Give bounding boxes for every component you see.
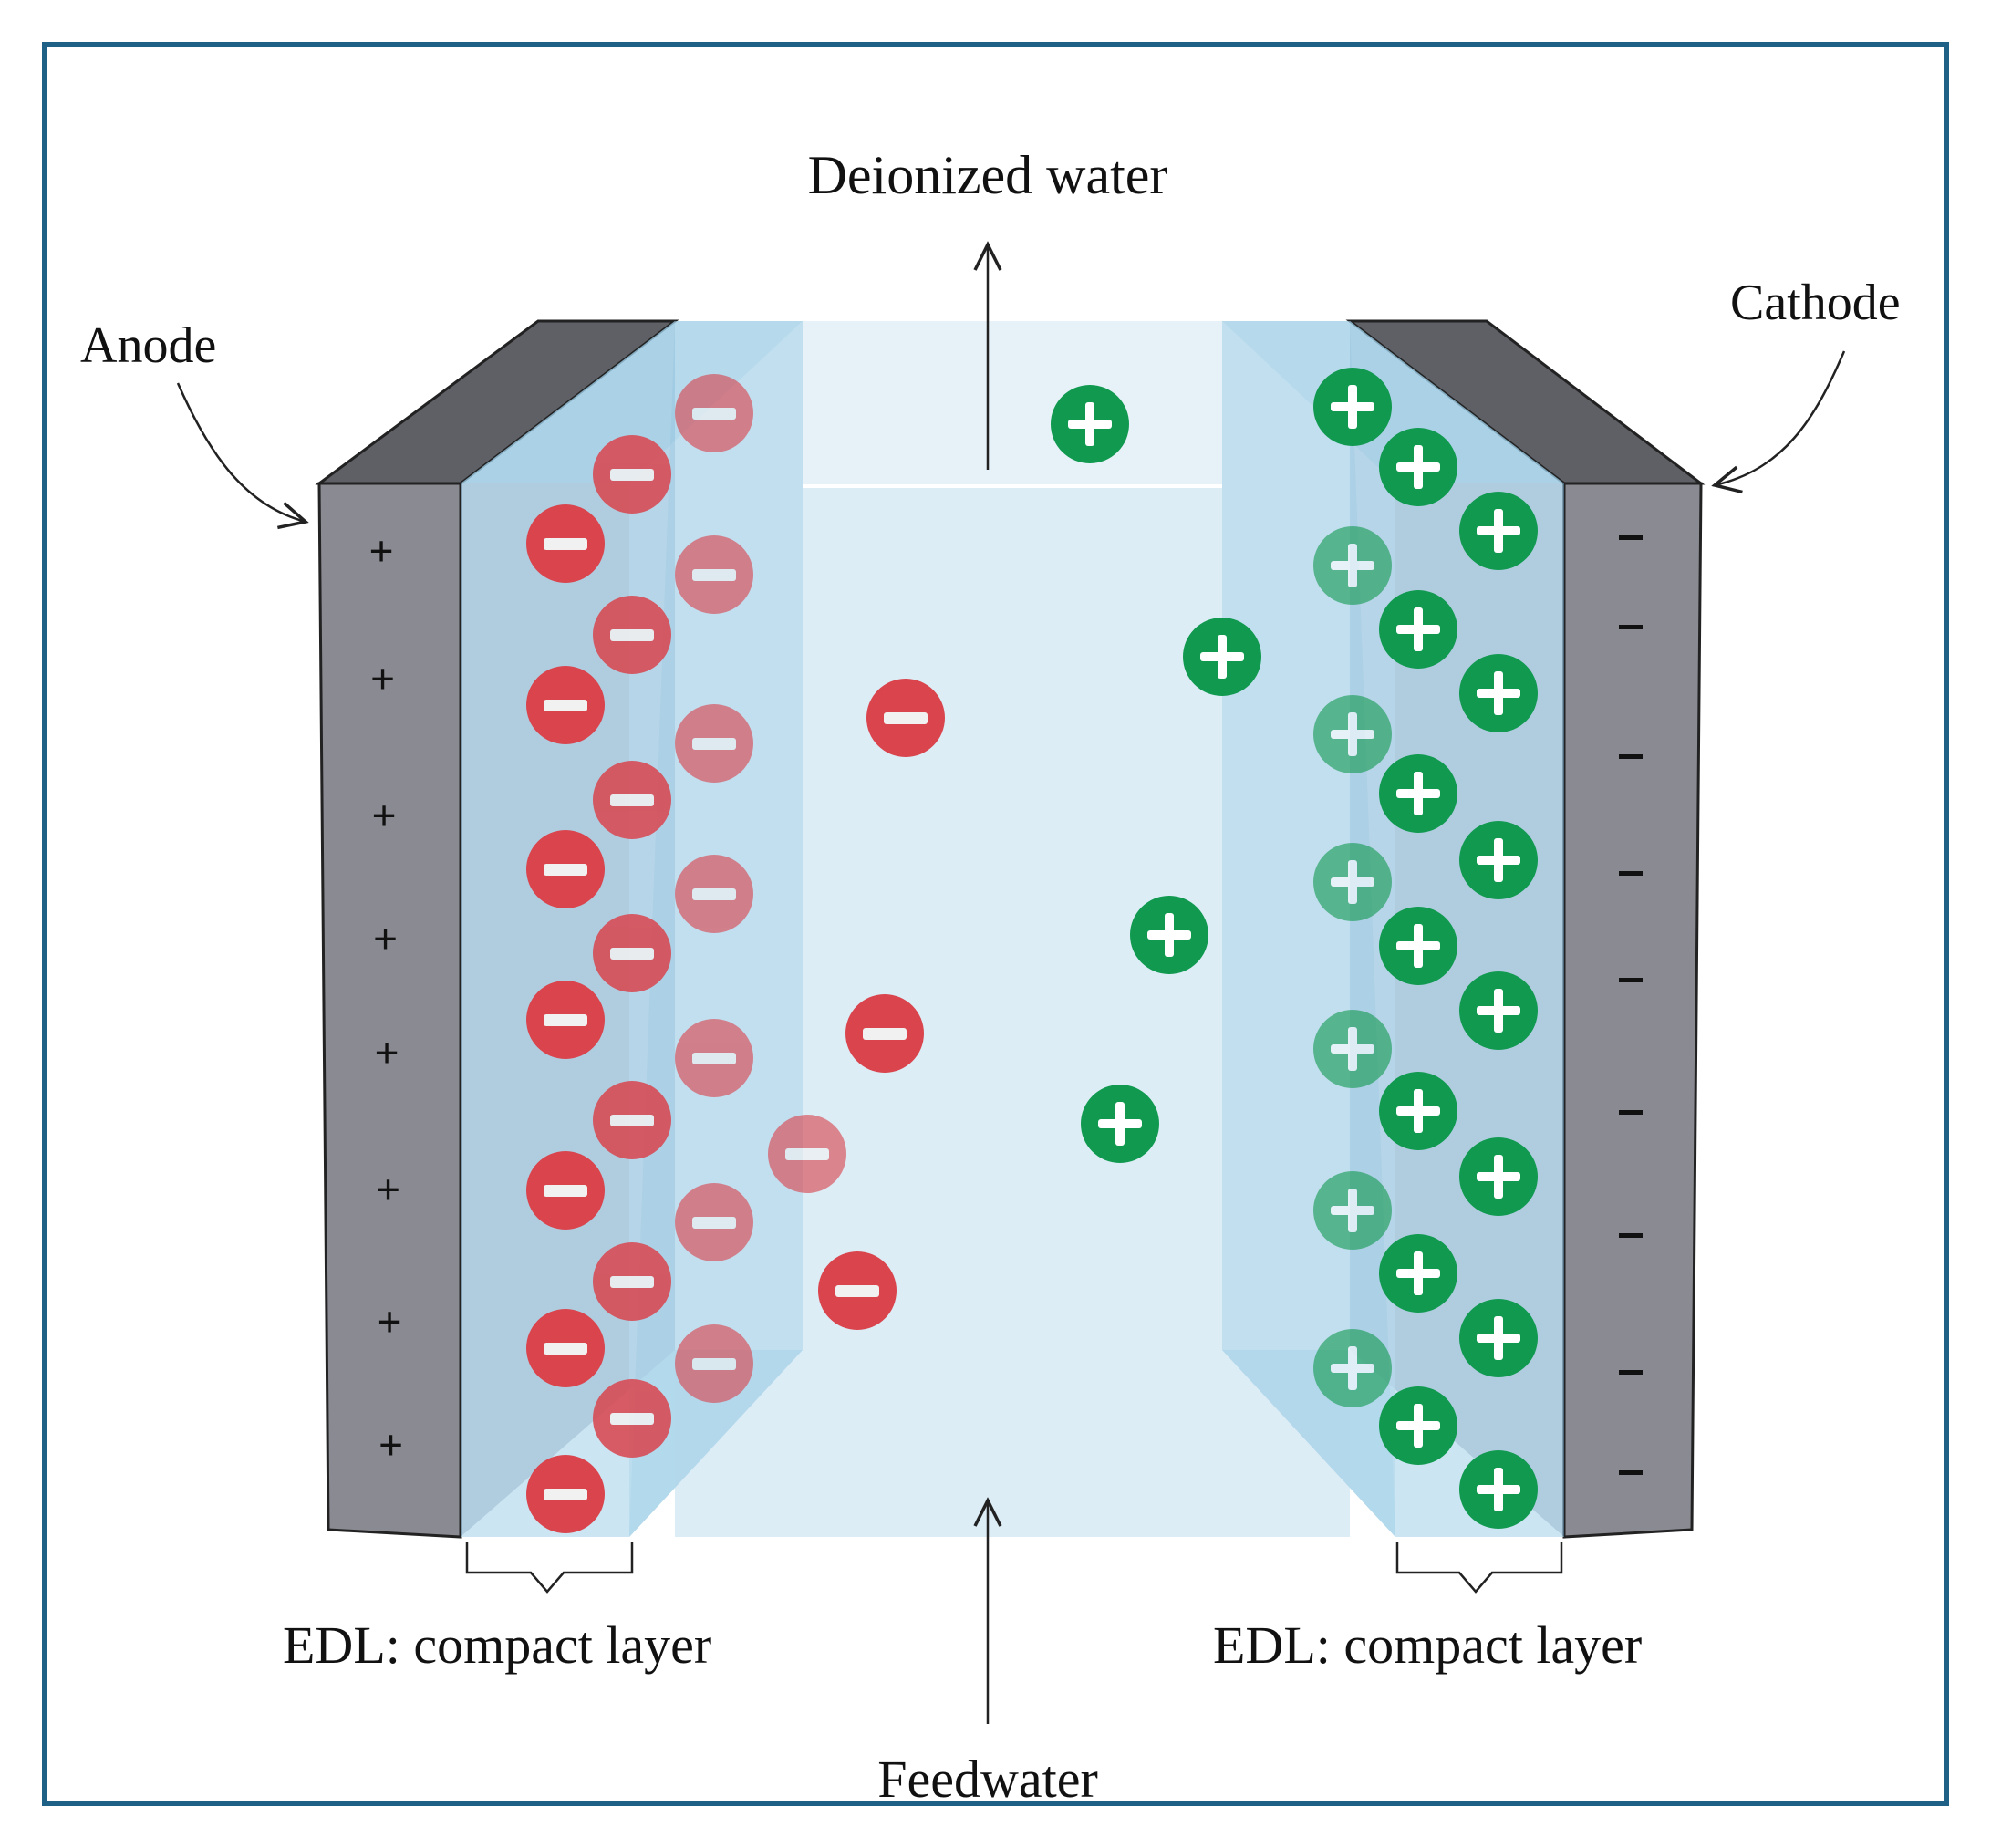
cathode-minus-sign xyxy=(1619,978,1643,982)
cation-plus-circle-icon xyxy=(1379,1234,1457,1313)
cation-plus-circle-icon xyxy=(1459,1137,1538,1216)
anion-minus-circle-icon xyxy=(593,761,671,839)
cation-plus-circle-icon xyxy=(1379,1072,1457,1150)
anode-electrode xyxy=(315,319,679,1539)
anode-plus-sign: + xyxy=(374,1029,399,1077)
anode-plus-sign: + xyxy=(373,915,398,963)
cathode-minus-sign xyxy=(1619,625,1643,629)
anion-minus-circle-icon xyxy=(526,830,605,908)
anion-minus-circle-icon xyxy=(675,535,753,614)
cathode-pointer-arrow xyxy=(1715,350,1846,485)
cathode-minus-sign xyxy=(1619,871,1643,876)
anion-minus-circle-icon xyxy=(593,435,671,514)
anion-minus-circle-icon xyxy=(818,1251,897,1330)
cation-plus-circle-icon xyxy=(1459,492,1538,570)
cathode-minus-sign xyxy=(1619,1470,1643,1475)
anion-minus-circle-icon xyxy=(526,1309,605,1387)
cation-plus-circle-icon xyxy=(1051,385,1129,463)
cathode-minus-sign xyxy=(1619,1233,1643,1238)
edl-brace-left xyxy=(465,1542,634,1594)
cation-plus-circle-icon xyxy=(1459,971,1538,1050)
cation-plus-circle-icon xyxy=(1313,1329,1392,1407)
cation-plus-circle-icon xyxy=(1459,1450,1538,1529)
cation-plus-circle-icon xyxy=(1459,1299,1538,1377)
cation-plus-circle-icon xyxy=(1313,526,1392,605)
anion-minus-circle-icon xyxy=(845,994,924,1073)
anion-minus-circle-icon xyxy=(593,1379,671,1458)
cation-plus-circle-icon xyxy=(1313,368,1392,446)
cation-plus-circle-icon xyxy=(1081,1085,1159,1163)
anion-minus-circle-icon xyxy=(593,1242,671,1321)
cation-plus-circle-icon xyxy=(1313,843,1392,921)
anion-minus-circle-icon xyxy=(593,914,671,992)
cation-plus-circle-icon xyxy=(1459,654,1538,732)
cation-plus-circle-icon xyxy=(1183,618,1261,696)
cathode-minus-sign xyxy=(1619,1110,1643,1115)
anode-plus-sign: + xyxy=(371,792,396,840)
anion-minus-circle-icon xyxy=(768,1115,846,1193)
anion-minus-circle-icon xyxy=(675,1019,753,1097)
cathode-minus-sign xyxy=(1619,754,1643,759)
cation-plus-circle-icon xyxy=(1379,907,1457,985)
anion-minus-circle-icon xyxy=(526,1455,605,1533)
anion-minus-circle-icon xyxy=(593,1081,671,1159)
anion-minus-circle-icon xyxy=(866,679,945,757)
cathode-electrode xyxy=(1345,319,1706,1539)
cations xyxy=(1051,368,1538,1529)
cation-plus-circle-icon xyxy=(1379,754,1457,833)
anion-minus-circle-icon xyxy=(675,1183,753,1261)
anion-minus-circle-icon xyxy=(526,981,605,1059)
feedwater-label: Feedwater xyxy=(877,1749,1098,1809)
anion-minus-circle-icon xyxy=(675,704,753,783)
anode-pointer-arrow xyxy=(176,382,306,522)
anion-minus-circle-icon xyxy=(526,504,605,583)
anion-minus-circle-icon xyxy=(593,596,671,674)
anion-minus-circle-icon xyxy=(675,374,753,452)
cation-plus-circle-icon xyxy=(1313,695,1392,773)
anode-plus-sign: + xyxy=(377,1298,401,1346)
anode-plus-sign: + xyxy=(378,1421,403,1469)
cathode-label: Cathode xyxy=(1730,275,1901,331)
deionized-water-label: Deionized water xyxy=(808,145,1168,205)
cation-plus-circle-icon xyxy=(1379,428,1457,506)
cathode-minus-sign xyxy=(1619,1370,1643,1375)
cation-plus-circle-icon xyxy=(1379,1386,1457,1465)
anode-label: Anode xyxy=(80,317,216,374)
cation-plus-circle-icon xyxy=(1313,1171,1392,1250)
anions xyxy=(526,374,945,1533)
cation-plus-circle-icon xyxy=(1379,590,1457,669)
anode-plus-sign: + xyxy=(368,527,393,576)
anion-minus-circle-icon xyxy=(675,855,753,933)
cation-plus-circle-icon xyxy=(1130,896,1208,974)
edl-brace-right xyxy=(1395,1542,1563,1594)
anion-minus-circle-icon xyxy=(675,1324,753,1403)
edl-label-left: EDL: compact layer xyxy=(283,1615,711,1675)
cathode-minus-sign xyxy=(1619,535,1643,540)
anode-charge-signs: + + + + + + + + xyxy=(368,527,403,1469)
anode-plus-sign: + xyxy=(376,1166,400,1214)
cation-plus-circle-icon xyxy=(1313,1010,1392,1088)
anion-minus-circle-icon xyxy=(526,1151,605,1230)
cation-plus-circle-icon xyxy=(1459,821,1538,899)
edl-label-right: EDL: compact layer xyxy=(1213,1615,1642,1675)
anion-minus-circle-icon xyxy=(526,666,605,744)
anode-plus-sign: + xyxy=(370,655,395,703)
cathode-charge-signs xyxy=(1619,535,1643,1475)
